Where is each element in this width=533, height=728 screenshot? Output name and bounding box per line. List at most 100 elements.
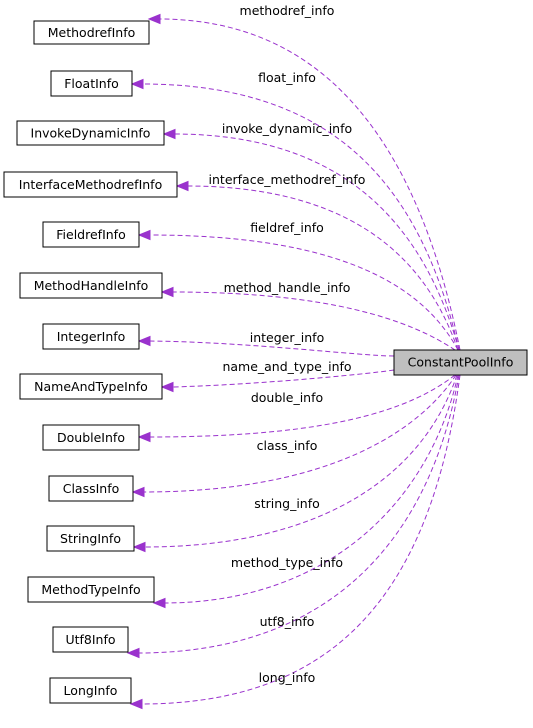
- edge-label: long_info: [259, 670, 316, 685]
- edge-utf8-info: utf8_info: [126, 374, 460, 659]
- node-class-info[interactable]: ClassInfo: [48, 475, 134, 502]
- node-methodref-info-label: MethodrefInfo: [48, 25, 136, 40]
- edge-arrowhead: [129, 698, 143, 710]
- node-integer-info-box: [42, 323, 140, 350]
- node-name-and-type-info-label: NameAndTypeInfo: [34, 379, 148, 394]
- node-method-type-info-label: MethodTypeInfo: [41, 582, 140, 597]
- node-long-info-box: [49, 677, 132, 704]
- node-name-and-type-info[interactable]: NameAndTypeInfo: [19, 373, 163, 400]
- node-utf8info[interactable]: Utf8Info: [52, 626, 129, 653]
- edge-label: float_info: [258, 70, 316, 85]
- edge-arrowhead: [130, 78, 144, 90]
- edge-line: [148, 234, 459, 351]
- edge-line: [171, 369, 395, 388]
- edge-label: invoke_dynamic_info: [222, 121, 352, 136]
- edge-line: [148, 340, 395, 357]
- edge-arrowhead: [162, 128, 176, 140]
- edge-line: [158, 18, 461, 351]
- node-name-and-type-info-box: [19, 373, 163, 400]
- edge-label: methodref_info: [240, 3, 335, 18]
- edge-arrowhead: [160, 381, 174, 393]
- edge-integer-info: integer_info: [137, 330, 395, 357]
- node-method-type-info[interactable]: MethodTypeInfo: [27, 576, 155, 603]
- edge-method-handle-info: method_handle_info: [160, 280, 456, 351]
- edge-label: method_handle_info: [224, 280, 351, 295]
- edge-name-and-type-info: name_and_type_info: [160, 359, 395, 393]
- edge-line: [186, 185, 459, 351]
- node-class-info-box: [48, 475, 134, 502]
- node-constantpoolinfo-label: ConstantPoolInfo: [408, 355, 514, 370]
- node-double-info[interactable]: DoubleInfo: [42, 424, 140, 451]
- edge-label: interface_methodref_info: [209, 172, 366, 187]
- nodes-layer: ConstantPoolInfo MethodrefInfoFloatInfoI…: [3, 20, 528, 704]
- edge-label: string_info: [254, 496, 320, 511]
- node-method-type-info-box: [27, 576, 155, 603]
- edge-arrowhead: [175, 180, 189, 192]
- edge-arrowhead: [160, 286, 174, 298]
- node-invoke-dynamic-info[interactable]: InvokeDynamicInfo: [16, 120, 165, 146]
- edge-invoke-dynamic-info: invoke_dynamic_info: [162, 121, 460, 351]
- edge-line: [171, 291, 456, 351]
- node-method-handle-info-box: [19, 272, 163, 299]
- node-constantpoolinfo[interactable]: ConstantPoolInfo: [393, 349, 528, 376]
- node-methodref-info[interactable]: MethodrefInfo: [33, 20, 150, 45]
- edge-method-type-info: method_type_info: [152, 374, 459, 609]
- node-fieldref-info[interactable]: FieldrefInfo: [42, 221, 140, 248]
- edge-line: [137, 374, 460, 654]
- edge-class-info: class_info: [131, 374, 457, 498]
- edge-line: [163, 374, 459, 604]
- node-string-info[interactable]: StringInfo: [46, 525, 135, 552]
- node-interface-methodref-info-label: InterfaceMethodrefInfo: [19, 177, 162, 192]
- edge-string-info: string_info: [132, 374, 458, 553]
- node-double-info-label: DoubleInfo: [57, 430, 125, 445]
- node-long-info[interactable]: LongInfo: [49, 677, 132, 704]
- edge-label: class_info: [257, 438, 318, 453]
- node-method-handle-info[interactable]: MethodHandleInfo: [19, 272, 163, 299]
- node-float-info-box: [50, 70, 133, 97]
- node-fieldref-info-box: [42, 221, 140, 248]
- edge-arrowhead: [152, 597, 166, 609]
- edge-arrowhead: [131, 486, 145, 498]
- node-constantpoolinfo-box: [393, 349, 528, 376]
- edge-line: [148, 374, 456, 438]
- node-integer-info[interactable]: IntegerInfo: [42, 323, 140, 350]
- node-utf8info-box: [52, 626, 129, 653]
- edge-float-info: float_info: [130, 70, 460, 351]
- edge-line: [141, 83, 460, 351]
- node-string-info-box: [46, 525, 135, 552]
- edge-label: name_and_type_info: [222, 359, 351, 374]
- node-double-info-box: [42, 424, 140, 451]
- edge-double-info: double_info: [137, 374, 456, 443]
- edge-arrowhead: [147, 13, 161, 25]
- node-utf8info-label: Utf8Info: [65, 632, 115, 647]
- edge-label: double_info: [251, 390, 323, 405]
- edge-line: [173, 133, 460, 351]
- node-long-info-label: LongInfo: [64, 683, 118, 698]
- edges-layer: methodref_info float_info invoke_dynamic_i…: [126, 3, 461, 710]
- edge-methodref-info: methodref_info: [147, 3, 461, 351]
- node-invoke-dynamic-info-box: [16, 120, 165, 146]
- node-interface-methodref-info[interactable]: InterfaceMethodrefInfo: [3, 171, 178, 198]
- edge-line: [142, 374, 457, 493]
- edge-arrowhead: [137, 229, 151, 241]
- node-float-info-label: FloatInfo: [64, 76, 119, 91]
- node-invoke-dynamic-info-label: InvokeDynamicInfo: [31, 126, 151, 141]
- node-integer-info-label: IntegerInfo: [57, 329, 126, 344]
- node-method-handle-info-label: MethodHandleInfo: [34, 278, 149, 293]
- edge-label: utf8_info: [260, 614, 315, 629]
- node-fieldref-info-label: FieldrefInfo: [56, 227, 125, 242]
- edge-interface-methodref-info: interface_methodref_info: [175, 172, 459, 351]
- edge-long-info: long_info: [129, 374, 461, 710]
- edge-arrowhead: [126, 647, 140, 659]
- node-class-info-label: ClassInfo: [63, 481, 120, 496]
- edge-arrowhead: [137, 335, 151, 347]
- node-string-info-label: StringInfo: [60, 531, 121, 546]
- node-interface-methodref-info-box: [3, 171, 178, 198]
- node-float-info[interactable]: FloatInfo: [50, 70, 133, 97]
- edge-line: [140, 374, 461, 705]
- edge-fieldref-info: fieldref_info: [137, 220, 459, 351]
- edge-label: fieldref_info: [250, 220, 324, 235]
- edge-line: [143, 374, 458, 548]
- edge-label: method_type_info: [231, 555, 343, 570]
